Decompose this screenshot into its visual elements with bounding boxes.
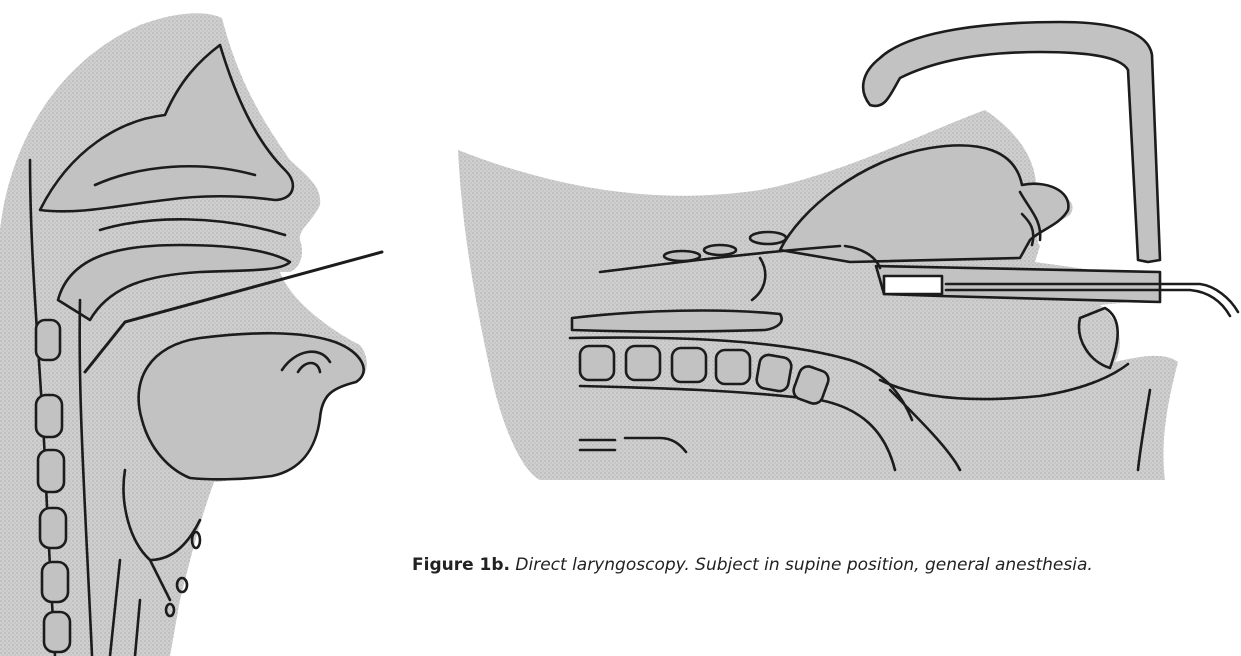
vertebra: [44, 612, 70, 652]
tongue: [139, 333, 364, 479]
vertebra: [38, 450, 64, 492]
figure-caption: Figure 1b. Direct laryngoscopy. Subject …: [412, 555, 1232, 575]
bump: [704, 245, 736, 255]
sagittal-head-drawing: [0, 13, 382, 656]
bump: [750, 232, 786, 244]
bump: [664, 251, 700, 261]
laryngoscopy-drawing: [458, 22, 1238, 480]
vertebra: [36, 320, 60, 360]
vertebra: [626, 346, 660, 380]
figure-label: Figure 1b.: [412, 555, 510, 575]
vertebra: [755, 353, 792, 392]
pharyngeal-floor: [572, 311, 782, 332]
figure-caption-text: Direct laryngoscopy. Subject in supine p…: [515, 555, 1092, 575]
vertebra: [580, 346, 614, 380]
vertebra: [36, 395, 62, 437]
vertebra: [40, 508, 66, 548]
vertebra: [42, 562, 68, 602]
tube-cuff: [884, 276, 942, 294]
vertebra: [716, 350, 750, 384]
vertebra: [672, 348, 706, 382]
